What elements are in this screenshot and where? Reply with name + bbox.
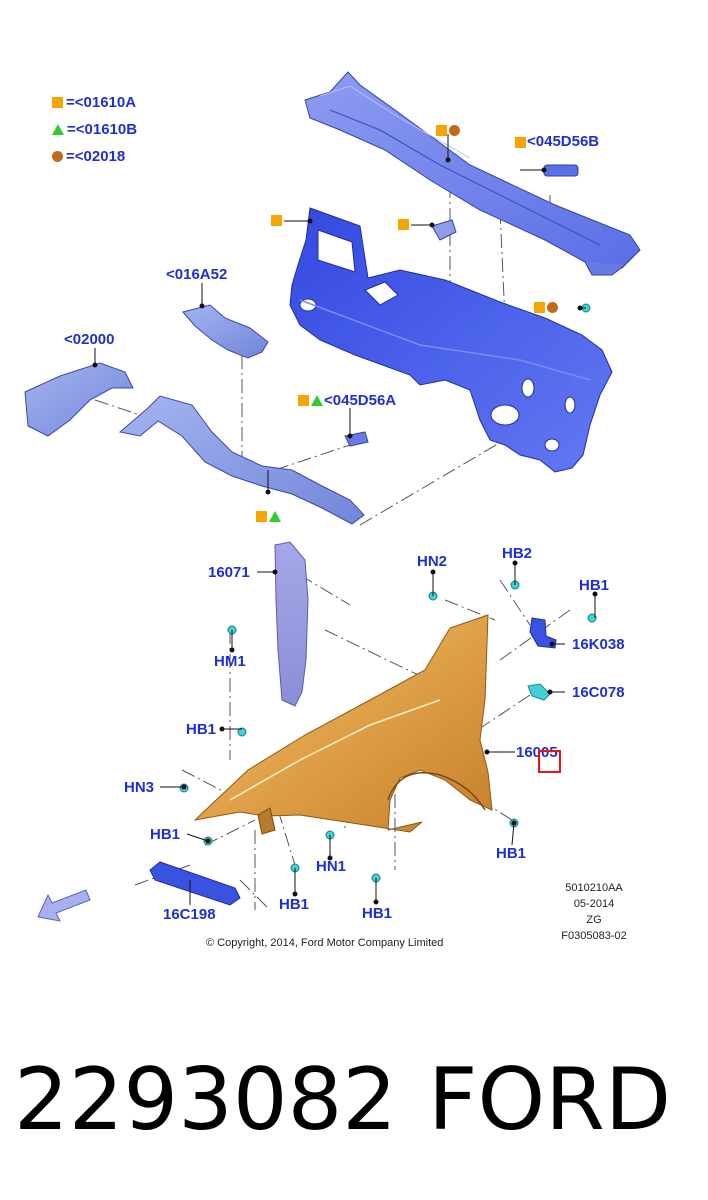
callout-hb1-bottom-right: HB1 [496, 845, 527, 862]
triangle-symbol-icon [311, 395, 323, 406]
exploded-parts-diagram [24, 71, 641, 922]
marker-square-triangle [256, 511, 281, 522]
square-symbol-icon [515, 137, 526, 148]
copyright-notice: © Copyright, 2014, Ford Motor Company Li… [206, 937, 444, 949]
triangle-symbol-icon [269, 511, 281, 522]
callout-hb2: HB2 [502, 545, 533, 562]
bracket-016a52 [182, 304, 269, 359]
direction-arrow-icon [37, 889, 91, 922]
callout-016a52: <016A52 [166, 266, 228, 283]
square-symbol-icon [398, 219, 409, 230]
marker-square [271, 215, 282, 226]
marker-square-triangle [298, 395, 323, 406]
callout-hb1-top-right: HB1 [579, 577, 610, 594]
bracket-045d56b [543, 164, 579, 177]
reinforcement-rail [118, 395, 365, 525]
square-symbol-icon [271, 215, 282, 226]
callout-16071: 16071 [208, 564, 250, 581]
circle-symbol-icon [52, 150, 63, 162]
triangle-symbol-icon [52, 123, 64, 135]
highlight-box [538, 750, 561, 773]
cowl-top-panel [304, 71, 641, 276]
dash-clip-bracket [431, 219, 457, 241]
callout-hb1-bottom-mid: HB1 [279, 896, 310, 913]
callout-hn3: HN3 [124, 779, 155, 796]
callout-16c198: 16C198 [163, 906, 216, 923]
callout-leaders [94, 134, 596, 905]
seal-16071 [274, 541, 309, 707]
marker-square [515, 137, 526, 148]
callout-hm1: HM1 [214, 653, 246, 670]
callout-hb1-upper-left: HB1 [186, 721, 217, 738]
doc-figure-id: F0305083-02 [561, 930, 627, 942]
square-symbol-icon [534, 302, 545, 313]
dash-panel [289, 207, 613, 473]
callout-16c078: 16C078 [572, 684, 625, 701]
marker-square-circle [534, 302, 558, 313]
callout-hb1-left: HB1 [150, 826, 181, 843]
marker-square-circle [436, 125, 460, 136]
brand-name: FORD [428, 1050, 672, 1150]
callout-hb1-bottom-center: HB1 [362, 905, 393, 922]
callout-02000: <02000 [64, 331, 115, 348]
doc-series: ZG [586, 914, 602, 926]
marker-square [398, 219, 409, 230]
callout-045d56b: <045D56B [527, 133, 600, 150]
legend-row-02018: =<02018 [52, 147, 125, 165]
square-symbol-icon [52, 96, 63, 108]
doc-code: 5010210AA [565, 882, 623, 894]
part-number: 2293082 [14, 1050, 398, 1150]
callout-dots [92, 157, 598, 905]
callout-hn2: HN2 [417, 553, 448, 570]
legend-text: =<02018 [66, 147, 126, 165]
doc-date: 05-2014 [573, 898, 615, 910]
square-symbol-icon [436, 125, 447, 136]
callout-045d56a: <045D56A [324, 392, 397, 409]
document-info: 5010210AA 05-2014 ZG F0305083-02 [545, 880, 643, 944]
square-symbol-icon [298, 395, 309, 406]
reinforcement-16c198 [149, 861, 241, 906]
square-symbol-icon [256, 511, 267, 522]
callout-16k038: 16K038 [572, 636, 625, 653]
legend-row-01610a: =<01610A [52, 93, 136, 111]
bracket-02000 [24, 362, 134, 437]
legend-text: =<01610B [67, 120, 138, 138]
front-fender-16005 [193, 614, 493, 835]
callout-16005: 16005 [516, 744, 558, 761]
callout-hn1: HN1 [316, 858, 347, 875]
legend-text: =<01610A [66, 93, 137, 111]
clip-16c078 [527, 683, 551, 701]
circle-symbol-icon [449, 125, 460, 136]
circle-symbol-icon [547, 302, 558, 313]
legend-row-01610b: =<01610B [52, 120, 137, 138]
